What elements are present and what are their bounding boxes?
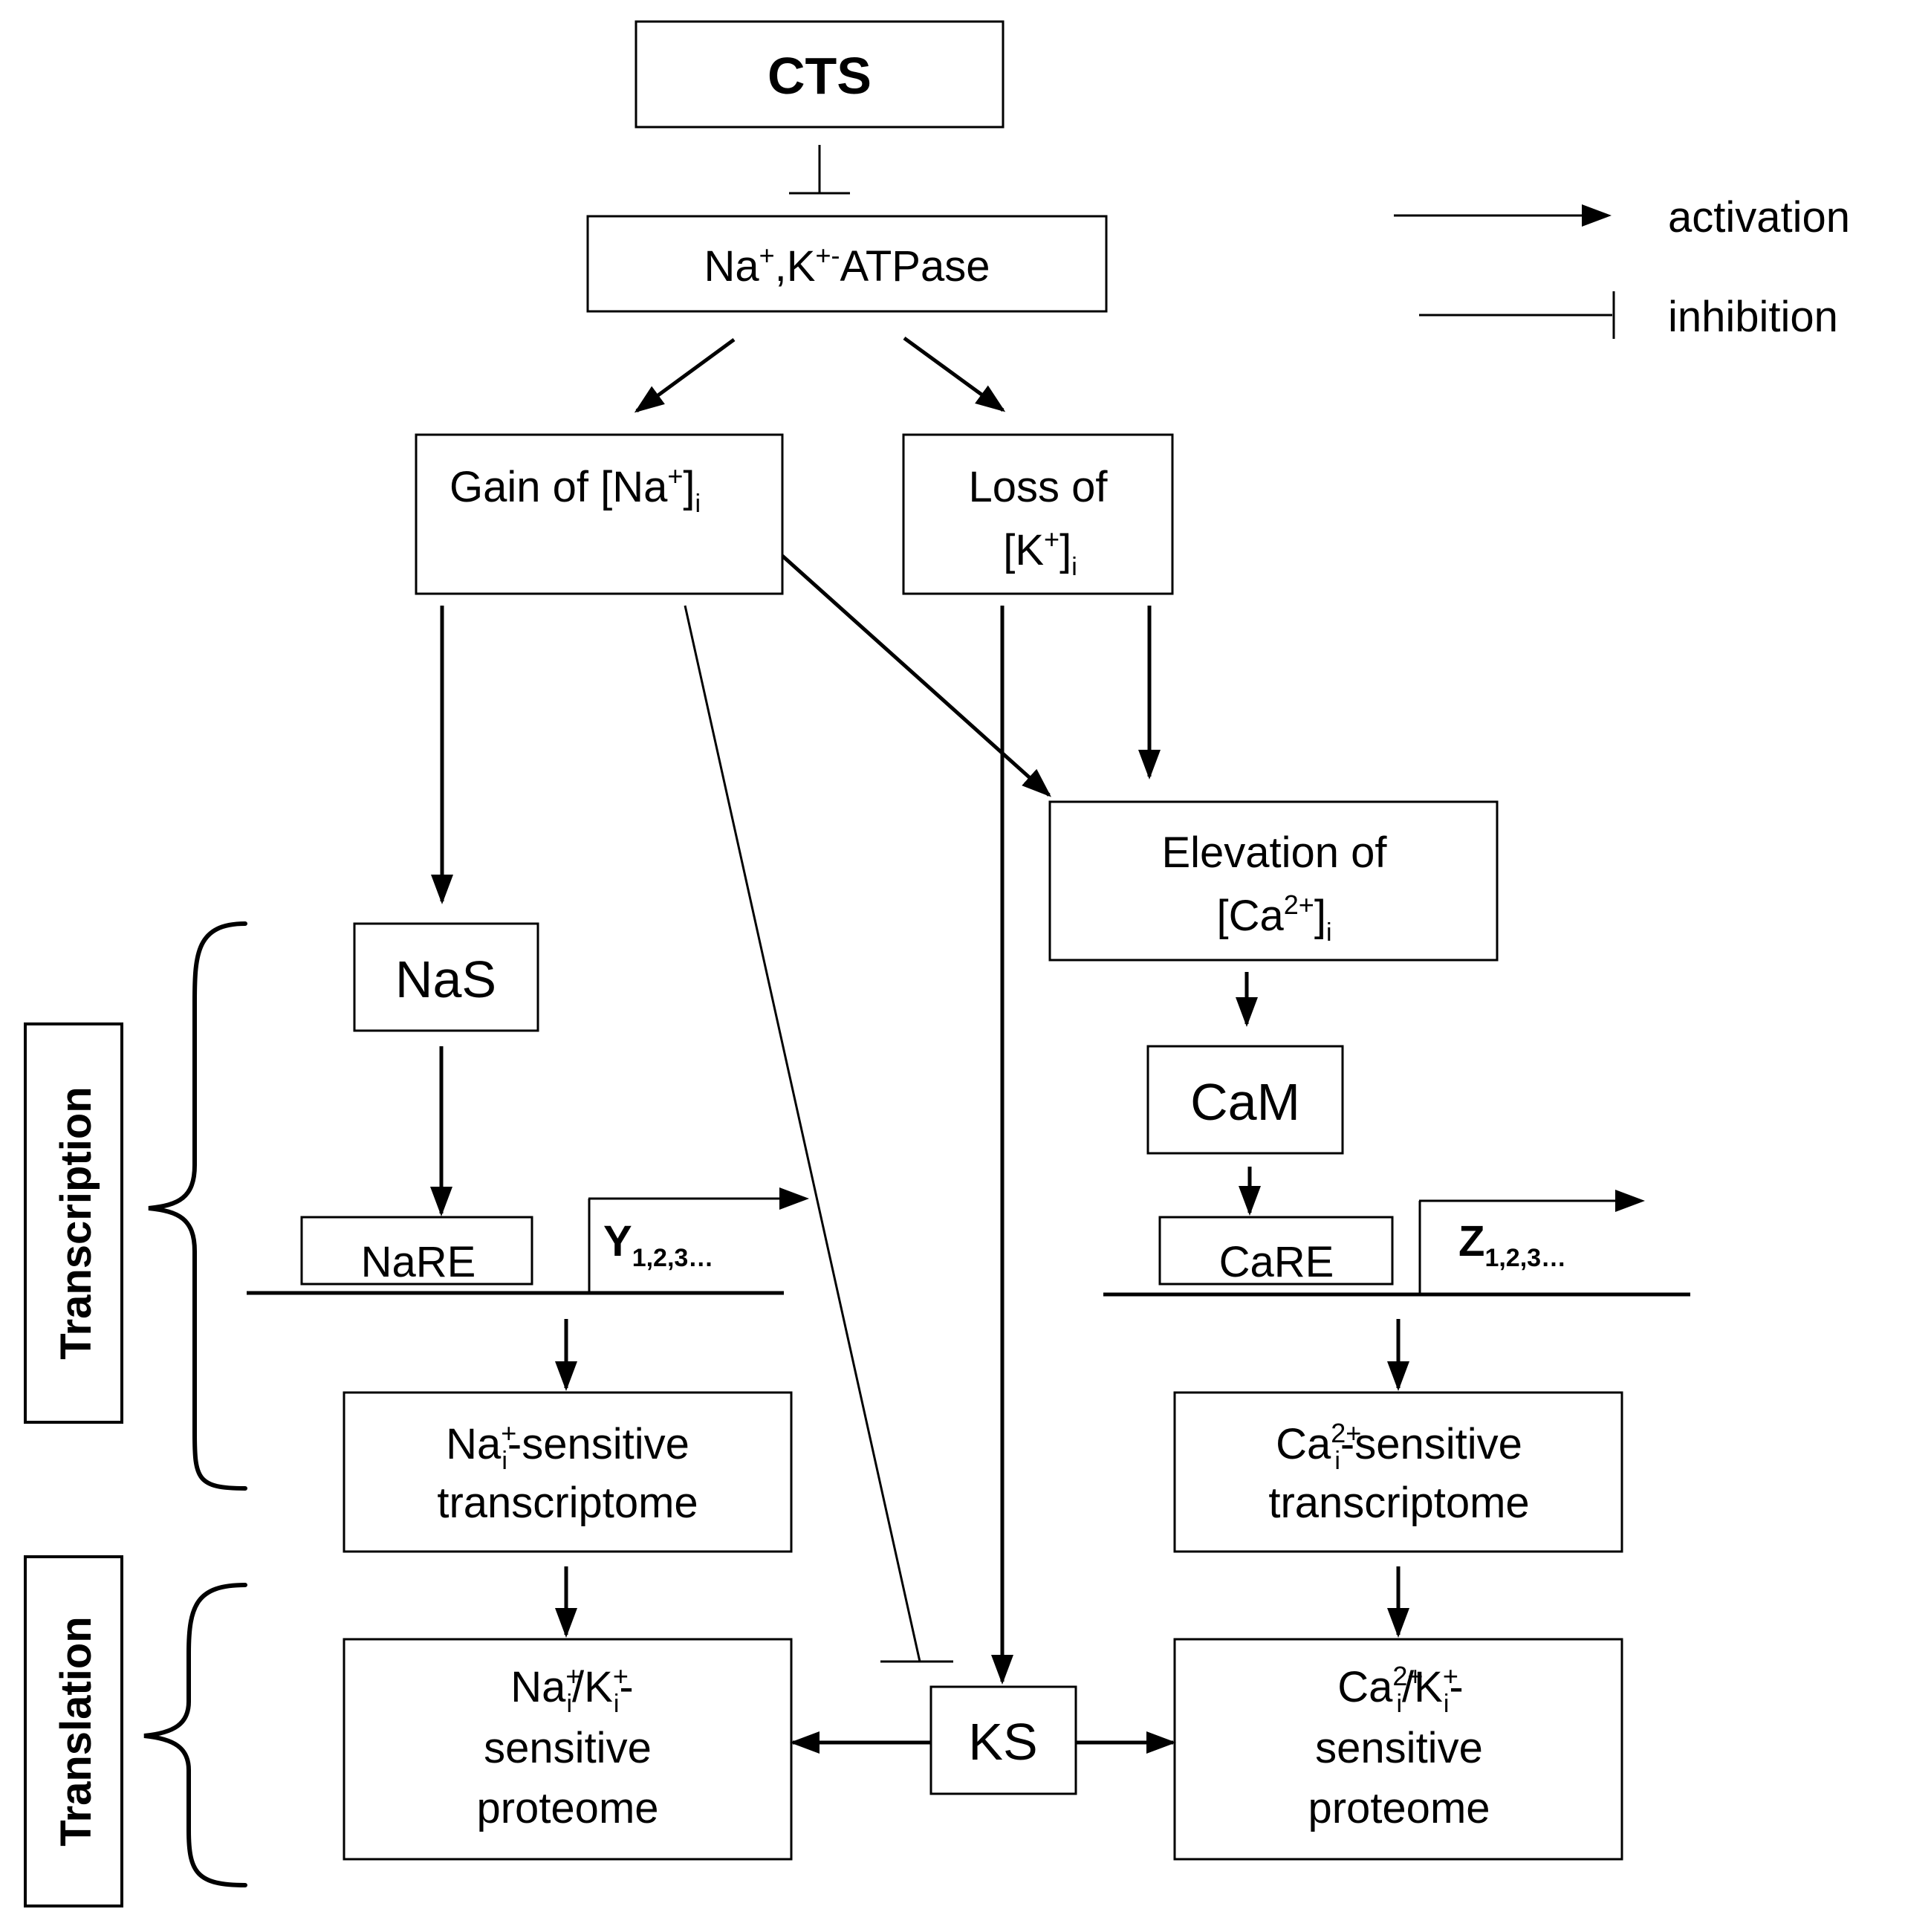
translation-brace — [143, 1583, 247, 1887]
nare-box — [300, 1216, 533, 1286]
cam-box — [1146, 1045, 1344, 1155]
na-transcriptome-line2: transcriptome — [437, 1479, 698, 1527]
elevation-ca-line2: [Ca2+]i — [1217, 889, 1332, 947]
ca-transcriptome-line2: transcriptome — [1268, 1479, 1529, 1527]
translation-label: Translation — [52, 1616, 100, 1846]
transcription-brace — [148, 921, 247, 1491]
care-box — [1158, 1216, 1394, 1286]
legend: activation inhibition — [1394, 193, 1850, 341]
ca-transcriptome-box — [1173, 1391, 1623, 1553]
care-label: CaRE — [1219, 1238, 1334, 1286]
na-proteome-box — [343, 1638, 793, 1861]
transcription-label-box — [24, 1022, 123, 1424]
cts-box — [635, 20, 1005, 129]
na-proteome-line1: Na+i/K+i- — [510, 1661, 633, 1718]
legend-activation-label: activation — [1668, 193, 1850, 242]
pump-box — [586, 215, 1108, 313]
nare-label: NaRE — [361, 1238, 476, 1286]
legend-inhibition-label: inhibition — [1668, 293, 1838, 341]
ca-proteome-box — [1173, 1638, 1623, 1861]
na-transcriptome-box — [343, 1391, 793, 1553]
ks-box — [929, 1685, 1077, 1795]
cam-label: CaM — [1190, 1073, 1300, 1131]
ca-transcriptome-line1: Ca2+i-sensitive — [1276, 1418, 1522, 1475]
translation-label-box — [24, 1555, 123, 1907]
na-proteome-line3: proteome — [476, 1784, 658, 1832]
loss-k-line1: Loss of — [969, 463, 1109, 511]
nas-label: NaS — [395, 950, 496, 1008]
transcription-label: Transcription — [52, 1086, 100, 1359]
nas-box — [353, 922, 539, 1032]
gain-na-label: Gain of [Na+]i — [450, 461, 701, 518]
elevation-ca-box — [1048, 800, 1499, 962]
gain-inhibits-ks-line — [684, 605, 921, 1662]
gain-na-box — [415, 433, 784, 595]
na-proteome-line2: sensitive — [484, 1724, 652, 1772]
gene-z-label: Z1,2,3… — [1458, 1217, 1566, 1272]
pump-to-loss-arrow — [903, 336, 1006, 412]
ca-proteome-line2: sensitive — [1315, 1724, 1483, 1772]
cts-label: CTS — [767, 47, 872, 105]
pump-to-gain-arrow — [634, 337, 736, 413]
ks-label: KS — [968, 1713, 1037, 1771]
na-transcriptome-line1: Na+i-sensitive — [446, 1418, 689, 1475]
gain-to-elevation-arrow — [781, 554, 1051, 797]
loss-k-line2: [K+]i — [1003, 524, 1077, 581]
loss-k-box — [902, 433, 1174, 595]
ca-proteome-line3: proteome — [1308, 1784, 1490, 1832]
gene-y-label: Y1,2,3… — [603, 1217, 713, 1272]
elevation-ca-line1: Elevation of — [1161, 829, 1387, 877]
ca-proteome-line1: Ca2+i/K+i- — [1337, 1661, 1464, 1718]
pump-label: Na+,K+-ATPase — [704, 240, 990, 291]
